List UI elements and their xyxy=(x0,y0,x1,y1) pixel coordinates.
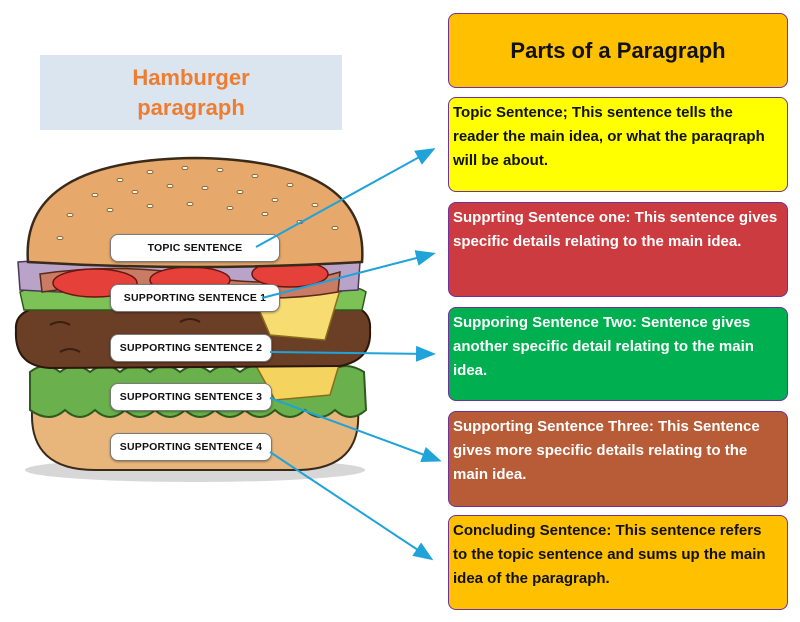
topic-sentence-text: Topic Sentence; This sentence tells the … xyxy=(453,104,765,169)
label-supporting-sentence-2: SUPPORTING SENTENCE 2 xyxy=(110,334,272,362)
parts-header-text: Parts of a Paragraph xyxy=(510,37,726,63)
supporting-sentence-one-text: Supprting Sentence one: This sentence gi… xyxy=(453,209,778,250)
hamburger-title-box: Hamburger paragraph xyxy=(40,55,342,130)
concluding-sentence-panel: Concluding Sentence: This sentence refer… xyxy=(448,515,788,610)
topic-sentence-panel: Topic Sentence; This sentence tells the … xyxy=(448,97,788,192)
label-supporting-sentence-1: SUPPORTING SENTENCE 1 xyxy=(110,284,280,312)
concluding-sentence-text: Concluding Sentence: This sentence refer… xyxy=(453,522,766,587)
hamburger-title: Hamburger paragraph xyxy=(132,64,250,120)
label-supporting-sentence-4: SUPPORTING SENTENCE 4 xyxy=(110,433,272,461)
supporting-sentence-three-panel: Supporting Sentence Three: This Sentence… xyxy=(448,411,788,507)
supporting-sentence-three-text: Supporting Sentence Three: This Sentence… xyxy=(453,418,760,483)
supporting-sentence-two-text: Supporing Sentence Two: Sentence gives a… xyxy=(453,314,754,379)
supporting-sentence-one-panel: Supprting Sentence one: This sentence gi… xyxy=(448,202,788,297)
supporting-sentence-two-panel: Supporing Sentence Two: Sentence gives a… xyxy=(448,307,788,401)
label-supporting-sentence-3: SUPPORTING SENTENCE 3 xyxy=(110,383,272,411)
label-topic-sentence: TOPIC SENTENCE xyxy=(110,234,280,262)
parts-header: Parts of a Paragraph xyxy=(448,13,788,88)
